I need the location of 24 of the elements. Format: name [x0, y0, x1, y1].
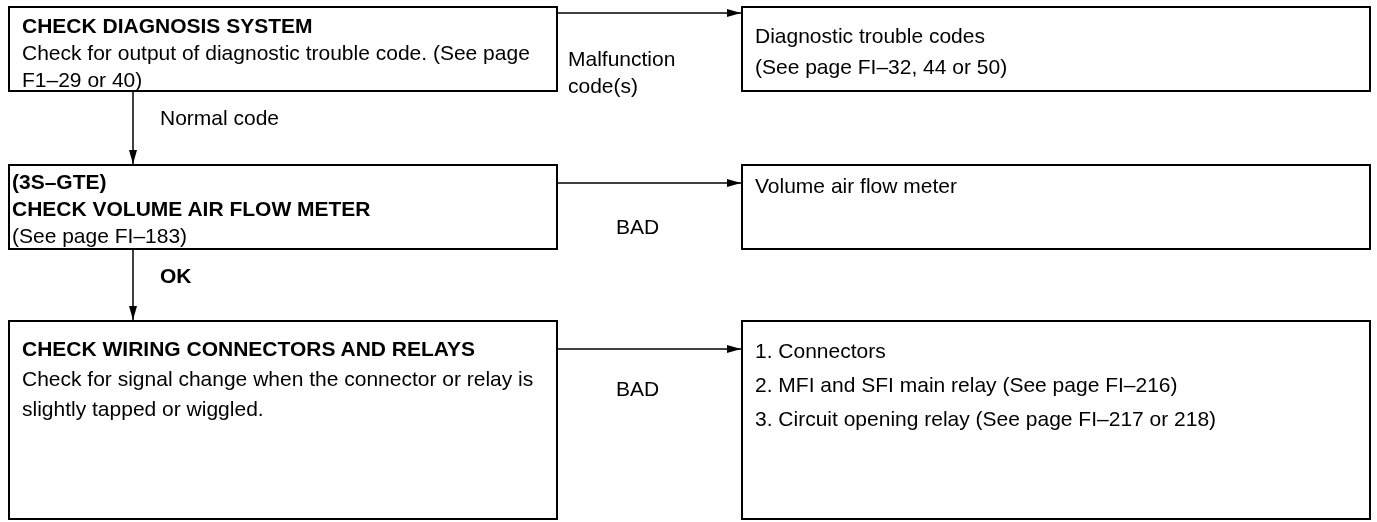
process-box — [8, 6, 558, 92]
box-heading: (3S–GTE) — [12, 169, 108, 195]
box-heading: CHECK WIRING CONNECTORS AND RELAYS — [22, 336, 477, 362]
box-text: Check for signal change when the connector or relay is slightly tapped or wiggled. — [22, 366, 535, 422]
process-box — [741, 6, 1371, 92]
arrow — [129, 91, 137, 165]
box-text: (See page FI–183) — [12, 223, 189, 249]
process-box — [8, 164, 558, 250]
process-box — [741, 320, 1371, 520]
box-text: Volume air flow meter — [755, 173, 958, 199]
box-text: (See page FI–32, 44 or 50) — [755, 54, 1009, 80]
arrow — [129, 249, 137, 321]
box-text: Check for output of diagnostic trouble code. (See page F1–29 or 40) — [22, 40, 531, 93]
arrow — [557, 345, 742, 353]
box-heading: CHECK DIAGNOSIS SYSTEM — [22, 13, 314, 39]
process-box — [8, 320, 558, 520]
box-text: 3. Circuit opening relay (See page FI–217 or 218) — [755, 406, 1218, 432]
process-box — [741, 164, 1371, 250]
box-heading: CHECK VOLUME AIR FLOW METER — [12, 196, 372, 222]
arrow — [557, 9, 742, 17]
box-text: 2. MFI and SFI main relay (See page FI–216) — [755, 372, 1179, 398]
arrow — [557, 179, 742, 187]
box-text: Diagnostic trouble codes — [755, 23, 986, 49]
box-text: 1. Connectors — [755, 338, 887, 364]
